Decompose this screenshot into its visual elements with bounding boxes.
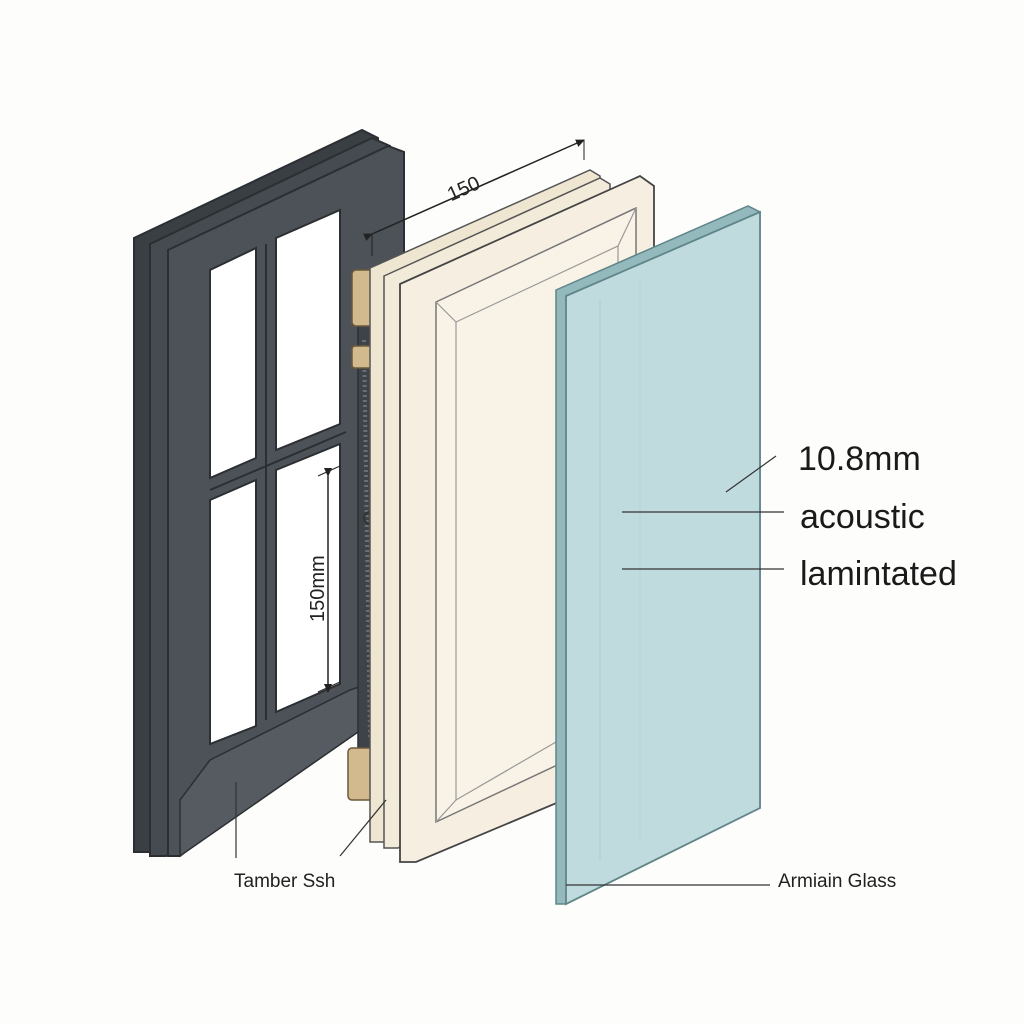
sash-upper-left-pane [209,246,257,480]
spec-label-line1: 10.8mm [798,440,921,478]
sash-upper-right-pane [275,208,341,452]
dimension-side-tick-bottom [317,681,341,693]
panel-bevel-corner-bl [435,799,457,823]
glass-front-face [565,210,761,906]
dimension-top-line [363,139,585,241]
spec-label-line3: lamintated [800,555,957,593]
dimension-side-tick-top [317,465,341,477]
sash-callout: Tamber Ssh [234,782,387,892]
panel-bevel-corner-tr [617,207,637,247]
dimension-side-label: 150mm [307,555,329,622]
glass-label: Armiain Glass [778,871,896,892]
spec-label-line2: acoustic [800,498,925,536]
dimension-top-label: 150 [444,172,483,206]
sash-lower-left-pane [209,478,257,746]
glass-pane [555,205,761,906]
sash-stile-hatch [362,339,372,741]
glass-callout: Armiain Glass [566,871,896,892]
sash-label: Tamber Ssh [234,871,335,892]
spec-callout: 10.8mm acoustic lamintated [622,440,957,593]
panel-bevel-corner-tl [435,301,457,323]
sash-leader-gasket [339,799,387,857]
timber-sash [133,128,405,858]
sash-meeting-rail-line [209,431,347,491]
dimension-side: 150mm [307,465,341,693]
spec-leader-1 [725,455,777,493]
